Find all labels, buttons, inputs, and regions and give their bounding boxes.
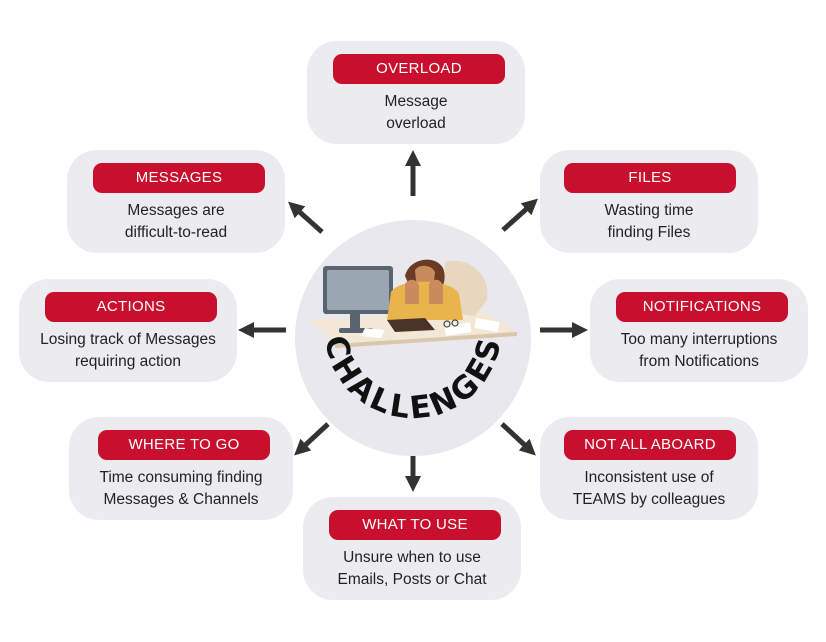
tag-what-to-use: WHAT TO USE bbox=[329, 510, 501, 540]
arrow-up-right bbox=[501, 198, 538, 232]
card-messages: MESSAGES Messages are difficult-to-read bbox=[67, 150, 285, 253]
card-where-to-go: WHERE TO GO Time consuming finding Messa… bbox=[69, 417, 293, 520]
tag-notifications: NOTIFICATIONS bbox=[616, 292, 788, 322]
card-overload: OVERLOAD Message overload bbox=[307, 41, 525, 144]
tag-overload: OVERLOAD bbox=[333, 54, 505, 84]
stressed-worker-illustration: CHALLENGES bbox=[309, 259, 517, 427]
desc-what-to-use: Unsure when to use Emails, Posts or Chat bbox=[337, 549, 487, 588]
tag-actions: ACTIONS bbox=[45, 292, 217, 322]
arrow-down-right bbox=[500, 422, 536, 456]
desc-where-to-go: Time consuming finding Messages & Channe… bbox=[99, 469, 263, 508]
desc-notifications: Too many interruptions from Notification… bbox=[620, 331, 778, 370]
svg-text:CHALLENGES: CHALLENGES bbox=[317, 332, 509, 427]
card-not-all-aboard: NOT ALL ABOARD Inconsistent use of TEAMS… bbox=[540, 417, 758, 520]
tag-messages: MESSAGES bbox=[93, 163, 265, 193]
hub-label: CHALLENGES bbox=[317, 332, 506, 427]
card-notifications: NOTIFICATIONS Too many interruptions fro… bbox=[590, 279, 808, 382]
desc-not-all-aboard: Inconsistent use of TEAMS by colleagues bbox=[572, 469, 726, 508]
tag-not-all-aboard: NOT ALL ABOARD bbox=[564, 430, 736, 460]
tag-where-to-go: WHERE TO GO bbox=[98, 430, 270, 460]
arrow-up-left bbox=[288, 201, 324, 234]
card-files: FILES Wasting time finding Files bbox=[540, 150, 758, 253]
card-what-to-use: WHAT TO USE Unsure when to use Emails, P… bbox=[303, 497, 521, 600]
tag-files: FILES bbox=[564, 163, 736, 193]
arrow-down-left bbox=[294, 422, 330, 456]
desc-actions: Losing track of Messages requiring actio… bbox=[40, 331, 216, 370]
desc-messages: Messages are difficult-to-read bbox=[124, 202, 228, 241]
desc-files: Wasting time finding Files bbox=[604, 202, 694, 241]
challenges-hub: CHALLENGES bbox=[295, 220, 531, 456]
card-actions: ACTIONS Losing track of Messages requiri… bbox=[19, 279, 237, 382]
desc-overload: Message overload bbox=[384, 93, 448, 132]
